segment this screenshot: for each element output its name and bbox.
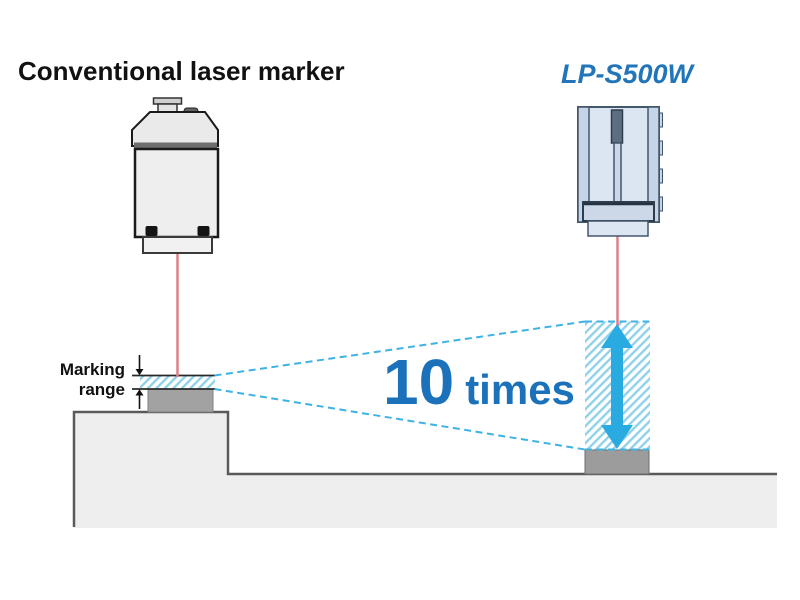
range-up-arrow-icon bbox=[135, 389, 144, 409]
conventional-laser-marker-device bbox=[131, 97, 220, 254]
marking-range-band-small bbox=[132, 374, 215, 390]
marking-range-label-line1: Marking bbox=[59, 360, 125, 379]
multiplier-unit: times bbox=[465, 366, 575, 413]
lp-s500w-device bbox=[577, 106, 663, 237]
marking-range-label: Marking range bbox=[25, 360, 125, 400]
multiplier-label: 10 times bbox=[383, 350, 575, 414]
conventional-title: Conventional laser marker bbox=[18, 56, 345, 86]
multiplier-value: 10 bbox=[383, 346, 455, 418]
expansion-cone-dashed-lines-icon bbox=[214, 320, 650, 451]
lp-s500w-title: LP-S500W bbox=[560, 59, 694, 89]
platform-steps bbox=[72, 410, 777, 528]
range-down-arrow-icon bbox=[135, 355, 144, 376]
workpiece-right bbox=[584, 449, 650, 475]
workpiece-left bbox=[147, 388, 214, 413]
expanded-range-arrow-icon bbox=[601, 324, 633, 449]
marking-range-label-line2: range bbox=[78, 380, 125, 399]
